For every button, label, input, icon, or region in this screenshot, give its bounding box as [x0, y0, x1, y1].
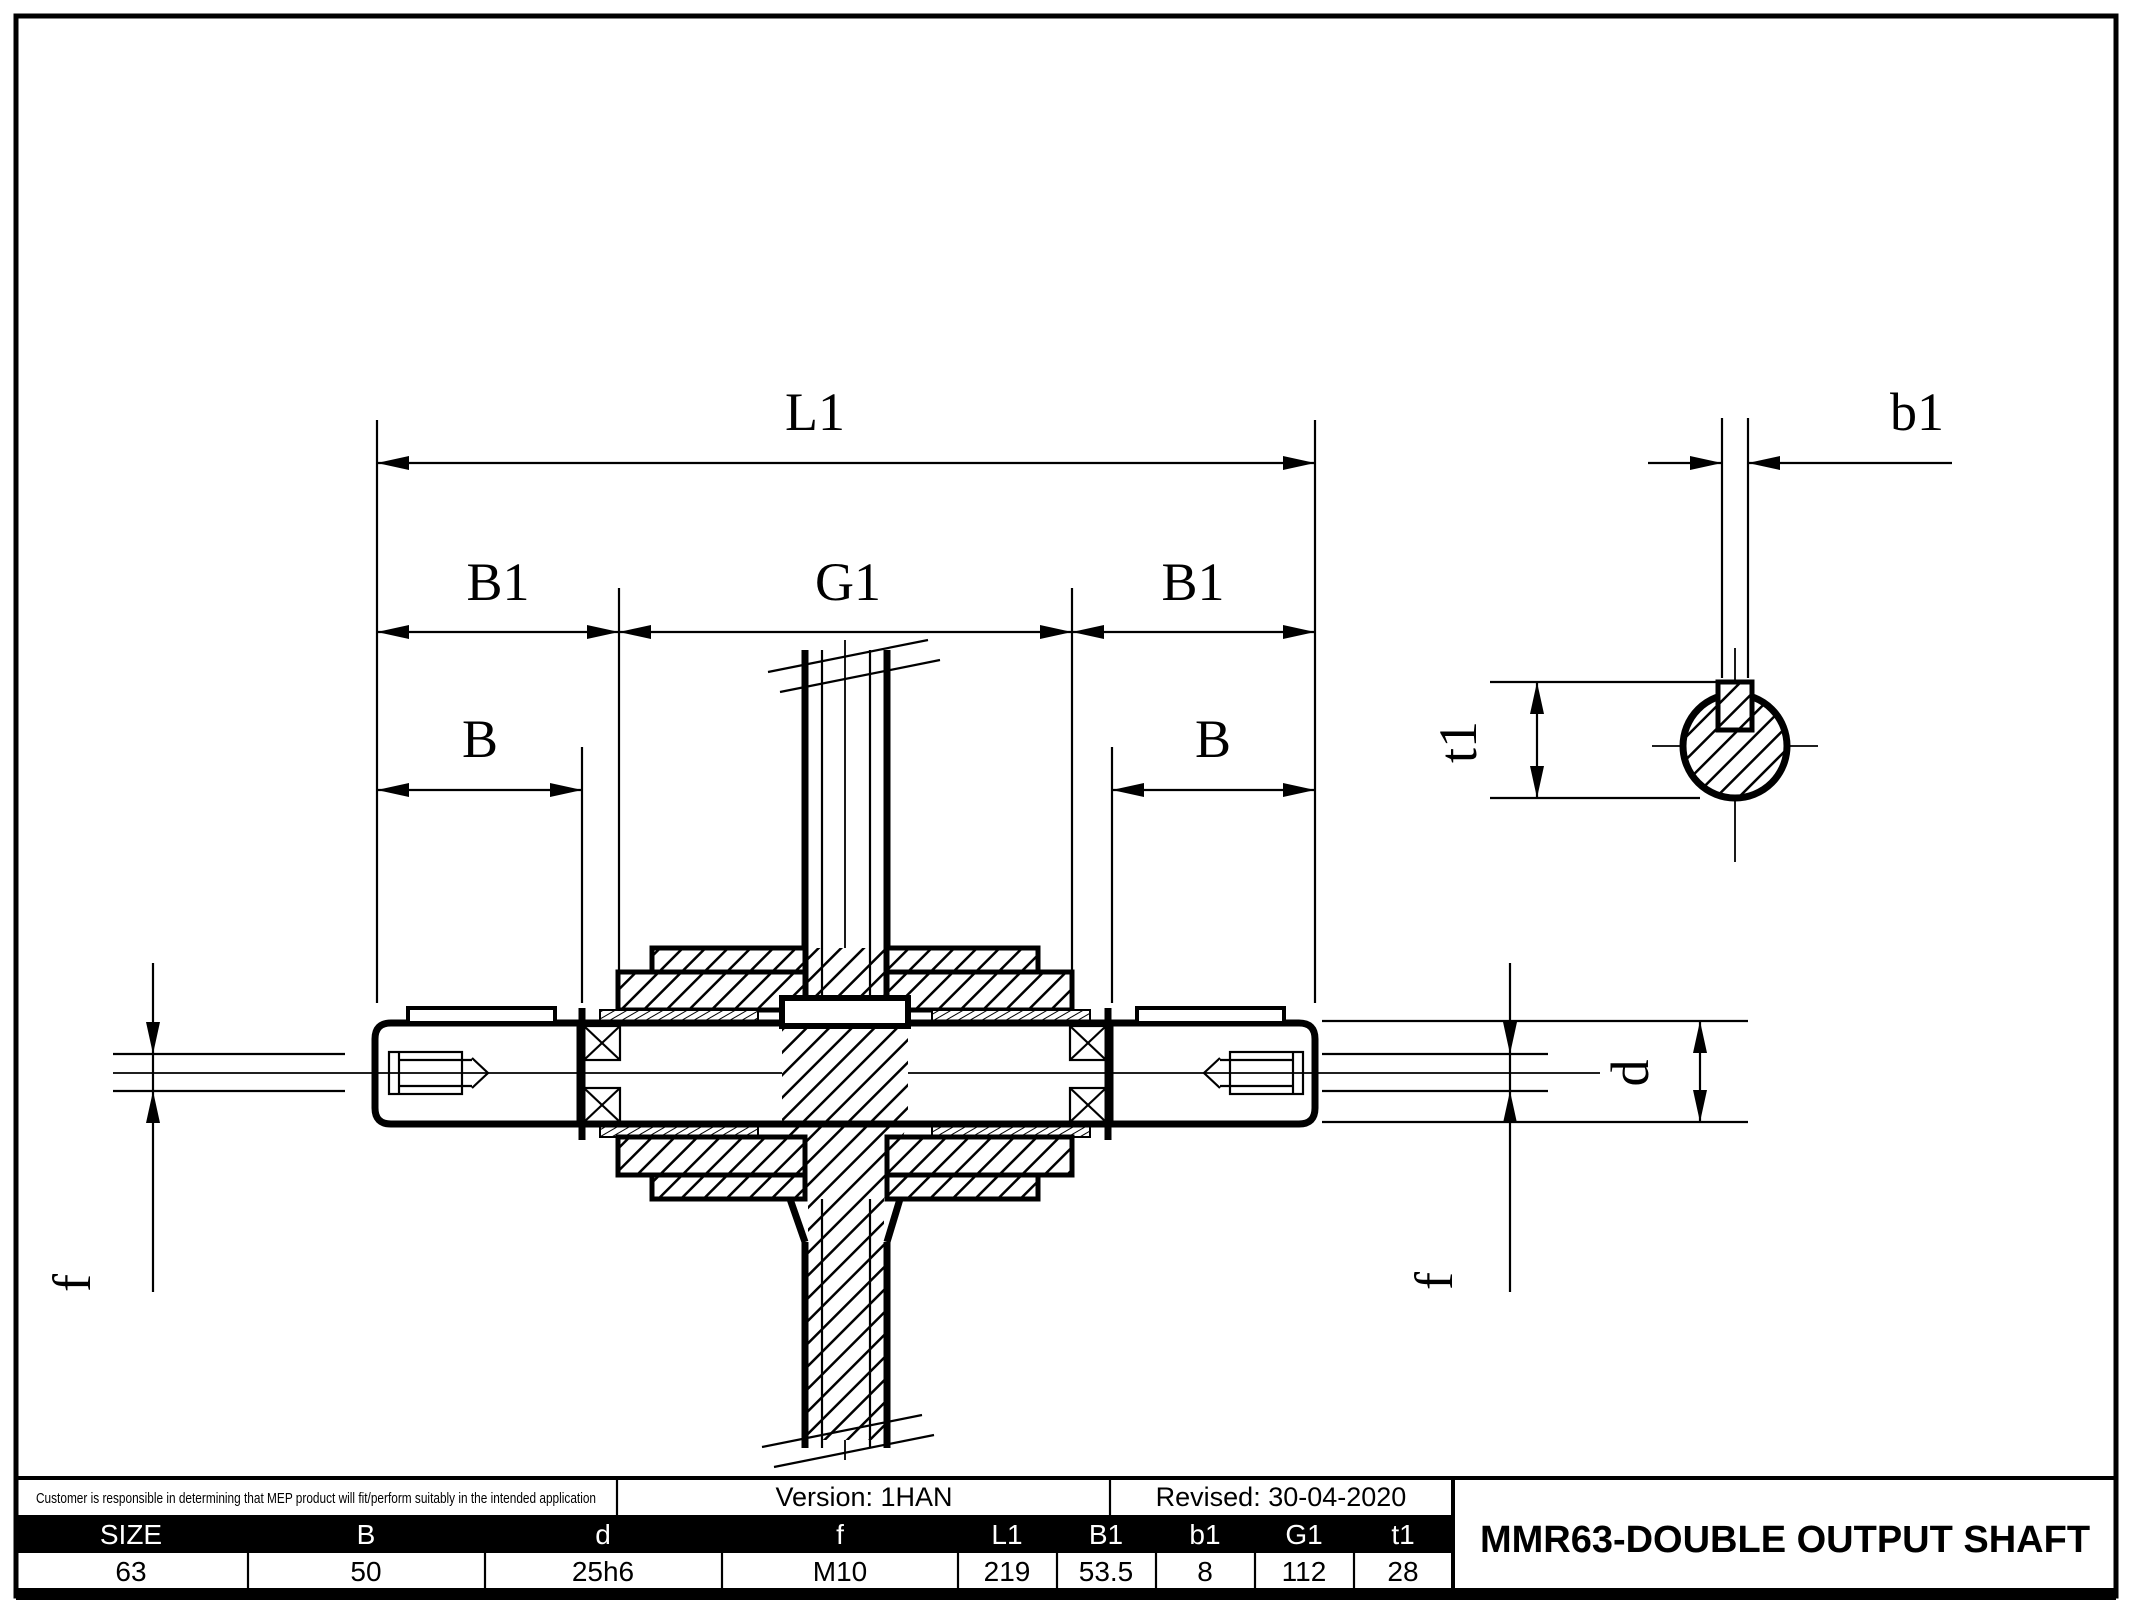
drawing-title: MMR63-DOUBLE OUTPUT SHAFT — [1480, 1519, 2090, 1561]
dim-B1-left: B1 — [377, 552, 619, 639]
dim-label-b1: b1 — [1890, 382, 1944, 442]
gear-mesh-pocket — [779, 995, 911, 1029]
header-f: f — [836, 1519, 844, 1550]
key-section — [1715, 679, 1755, 733]
dim-B-right: B — [1112, 709, 1315, 797]
dim-d: d — [1322, 1019, 1748, 1124]
break-line-top-1 — [767, 638, 929, 674]
dim-label-L1: L1 — [785, 382, 845, 442]
header-L1: L1 — [991, 1519, 1022, 1550]
shaft-end-left — [371, 1006, 584, 1128]
revised-text: Revised: 30-04-2020 — [1156, 1482, 1407, 1512]
table-bottom-bar — [16, 1588, 2116, 1600]
break-line-bottom-1 — [761, 1413, 923, 1449]
dim-label-G1: G1 — [815, 552, 881, 612]
housing-cap-top-step-right — [884, 945, 1041, 975]
funnel-right — [883, 1197, 904, 1244]
keyway-right — [1135, 1006, 1286, 1025]
table-header-band — [16, 1515, 1453, 1553]
header-size: SIZE — [100, 1519, 162, 1550]
dim-L1: L1 — [377, 382, 1315, 470]
tapped-hole-left — [387, 1050, 490, 1096]
shaft-end-right — [1106, 1006, 1319, 1128]
bearing-right-top — [1068, 1024, 1108, 1062]
dim-G1: G1 — [619, 552, 1072, 639]
header-B: B — [357, 1519, 376, 1550]
main-section-view — [113, 638, 1600, 1469]
value-b1: 8 — [1197, 1556, 1213, 1587]
value-B1: 53.5 — [1079, 1556, 1134, 1587]
dim-label-B-left: B — [462, 709, 498, 769]
header-b1: b1 — [1189, 1519, 1220, 1550]
housing-cap-bottom-step-left — [649, 1172, 808, 1202]
dim-b1: b1 — [1648, 382, 1952, 678]
dim-label-B1-right: B1 — [1161, 552, 1224, 612]
dim-B1-right: B1 — [1072, 552, 1315, 639]
bearing-left-bottom — [582, 1086, 622, 1124]
dim-label-d: d — [1600, 1060, 1660, 1087]
dim-label-B1-left: B1 — [466, 552, 529, 612]
dim-label-f-left: f — [42, 1274, 102, 1292]
worm-center-section-hatch — [782, 1026, 908, 1440]
dim-label-t1: t1 — [1428, 721, 1488, 763]
value-t1: 28 — [1387, 1556, 1418, 1587]
housing-cap-top-left — [615, 969, 808, 1013]
header-G1: G1 — [1285, 1519, 1322, 1550]
value-B: 50 — [350, 1556, 381, 1587]
value-L1: 219 — [984, 1556, 1031, 1587]
header-d: d — [595, 1519, 611, 1550]
funnel-left — [786, 1197, 809, 1244]
value-size: 63 — [115, 1556, 146, 1587]
dim-f-right: f — [1322, 963, 1548, 1292]
table-value-row: 63 50 25h6 M10 219 53.5 8 112 28 — [115, 1556, 1418, 1587]
table-header-row: SIZE B d f L1 B1 b1 G1 t1 — [100, 1519, 1415, 1550]
value-d: 25h6 — [572, 1556, 634, 1587]
header-t1: t1 — [1391, 1519, 1414, 1550]
dim-label-B-right: B — [1195, 709, 1231, 769]
housing-cap-bottom-left — [615, 1134, 808, 1178]
dim-f-left: f — [42, 963, 345, 1292]
bearing-left-top — [582, 1024, 622, 1062]
dim-label-f-right: f — [1404, 1272, 1464, 1290]
title-block: Customer is responsible in determining t… — [16, 1476, 2116, 1600]
value-G1: 112 — [1282, 1556, 1327, 1587]
header-B1: B1 — [1089, 1519, 1123, 1550]
bearing-right-bottom — [1068, 1086, 1108, 1124]
value-f: M10 — [813, 1556, 867, 1587]
disclaimer-text: Customer is responsible in determining t… — [36, 1490, 596, 1507]
dim-t1: t1 — [1428, 680, 1718, 800]
housing-cap-bottom-right — [884, 1134, 1075, 1178]
housing-cap-top-right — [884, 969, 1075, 1013]
dimensions: L1 B1 G1 B1 B — [42, 382, 1952, 1292]
shaft-cross-section-view — [1652, 648, 1818, 862]
version-text: Version: 1HAN — [775, 1482, 952, 1512]
break-line-bottom-2 — [773, 1433, 935, 1469]
tapped-hole-right — [1202, 1050, 1305, 1096]
keyway-left — [406, 1006, 557, 1025]
housing-cap-bottom-step-right — [884, 1172, 1041, 1202]
break-line-top-2 — [779, 658, 941, 694]
housing-cap-top-step-left — [649, 945, 808, 975]
dim-B-left: B — [377, 709, 582, 797]
